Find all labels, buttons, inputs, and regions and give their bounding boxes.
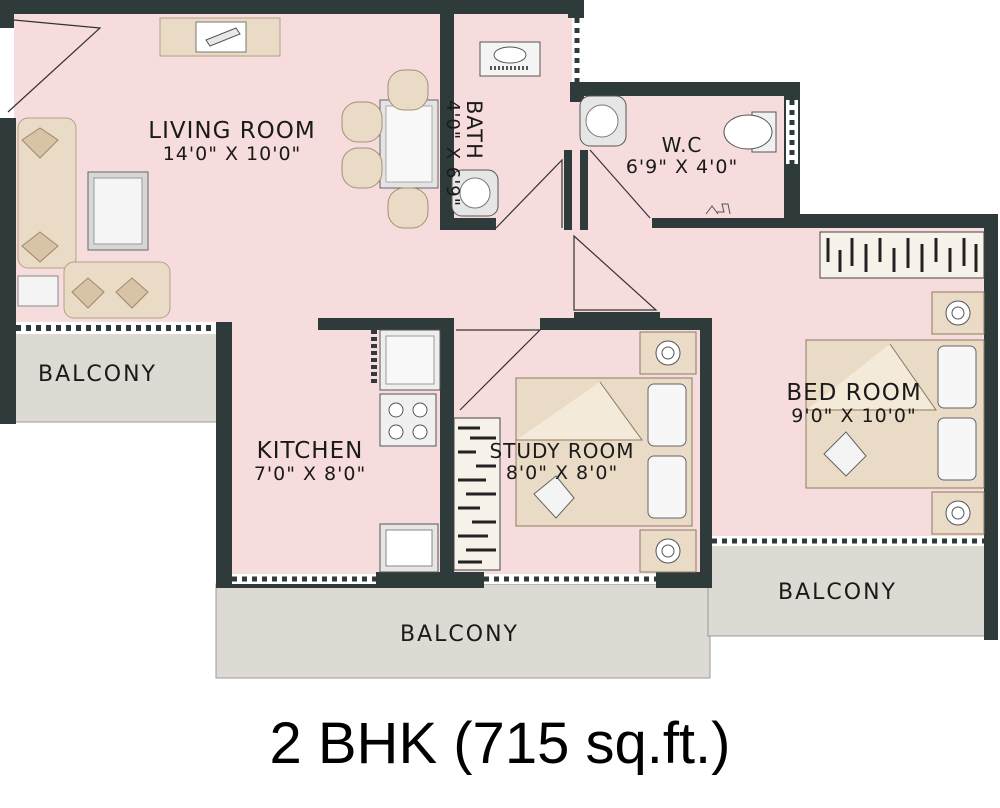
living-room-name: LIVING ROOM [148, 118, 316, 144]
kitchen-name: KITCHEN [256, 438, 364, 464]
balcony-bottom [215, 583, 711, 679]
bath-label: BATH 4'0" X 6'9" [430, 100, 486, 208]
floor-plan [0, 0, 998, 679]
bedroom-label: BED ROOM 9'0" X 10'0" [764, 380, 944, 428]
kitchen-dims: 7'0" X 8'0" [253, 463, 367, 486]
bath-fixtures [451, 41, 541, 217]
windows [2, 18, 984, 584]
wc-label: W.C 6'9" X 4'0" [612, 134, 752, 179]
side-table [17, 275, 59, 307]
bath-name: BATH [462, 100, 486, 160]
wardrobe [819, 231, 985, 279]
living-room-label: LIVING ROOM 14'0" X 10'0" [130, 118, 334, 166]
plan-caption: 2 BHK (715 sq.ft.) [269, 711, 731, 776]
bedroom-name: BED ROOM [786, 380, 922, 406]
wc-name: W.C [661, 133, 703, 157]
living-furniture [17, 17, 439, 319]
wc-fixtures [579, 95, 777, 215]
living-room-dims: 14'0" X 10'0" [162, 143, 302, 166]
balcony-right-label: BALCONY [778, 580, 897, 605]
study-room-dims: 8'0" X 8'0" [505, 462, 619, 484]
wc-dims: 6'9" X 4'0" [625, 156, 739, 178]
kitchen-label: KITCHEN 7'0" X 8'0" [236, 438, 384, 486]
bedroom-furniture [805, 231, 985, 535]
bath-dims: 4'0" X 6'9" [441, 100, 463, 208]
kitchen-fixtures [371, 329, 441, 573]
balcony-bottom-label: BALCONY [400, 622, 519, 647]
balcony-left-label: BALCONY [38, 362, 157, 387]
study-room-name: STUDY ROOM [489, 439, 635, 463]
bedroom-dims: 9'0" X 10'0" [791, 405, 917, 428]
study-room-label: STUDY ROOM 8'0" X 8'0" [470, 440, 654, 485]
study-furniture [453, 331, 697, 573]
sofa [17, 117, 77, 269]
balcony-left [13, 321, 219, 423]
door-swings [7, 19, 658, 411]
